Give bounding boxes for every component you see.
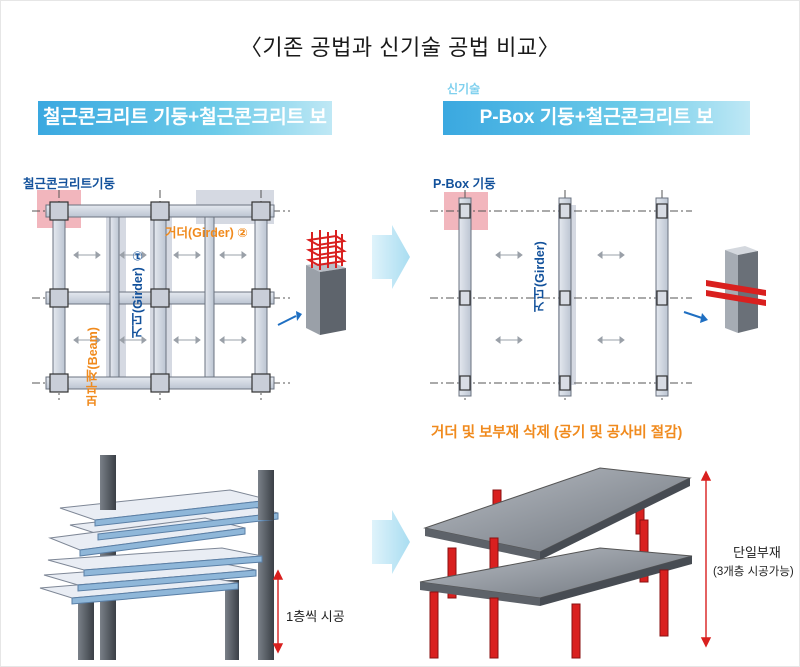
pbox-column-icon	[683, 246, 766, 333]
single-member-label: 단일부재	[733, 545, 781, 560]
left-plan	[32, 190, 347, 400]
left-banner: 철근콘크리트 기둥+철근콘크리트 보	[38, 101, 332, 135]
right-3d-frame	[419, 467, 712, 659]
right-banner: P-Box 기둥+철근콘크리트 보	[443, 101, 750, 135]
left-column-label: 철근콘크리트기둥	[23, 177, 116, 191]
right-plan	[430, 190, 766, 400]
beam-label: 보부재(Beam)	[86, 327, 100, 407]
one-floor-note: 1층씩 시공	[286, 609, 345, 624]
pbox-column-label: P-Box 기둥	[433, 177, 496, 191]
rc-column-icon	[277, 230, 347, 335]
left-3d-frame	[39, 455, 284, 660]
removal-caption: 거더 및 보부재 삭제 (공기 및 공사비 절감)	[431, 425, 683, 441]
right-girder-label: 거더(Girder)	[533, 241, 547, 312]
new-tech-label: 신기술	[447, 82, 481, 96]
center-arrow-top	[372, 225, 410, 289]
center-arrow-bottom	[372, 510, 410, 574]
girder1-label: 거더(Girder) ①	[131, 248, 145, 338]
page-title: 〈기존 공법과 신기술 공법 비교〉	[239, 35, 561, 60]
three-floor-note: (3개층 시공가능)	[713, 566, 794, 578]
girder2-label: 거더(Girder) ②	[165, 226, 248, 240]
